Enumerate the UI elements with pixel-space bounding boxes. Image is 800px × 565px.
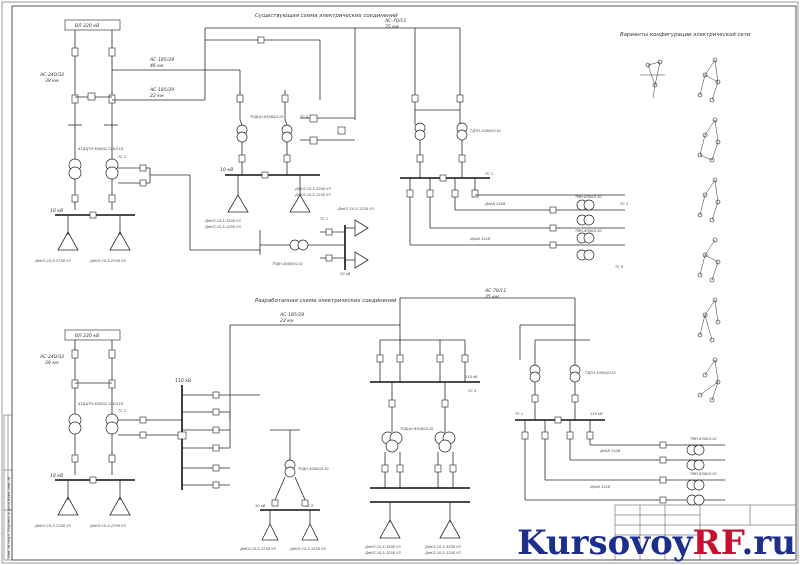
vl220-top-label: ВЛ 220 кВ	[75, 23, 99, 29]
tc6-label: ТС 6	[615, 265, 624, 269]
title-network: Варианты конфигурации электрической сети	[620, 32, 751, 38]
ac70-bottom-len: 35 км	[485, 294, 499, 300]
kv10-e-label: 10 кВ	[255, 504, 266, 508]
ac240-top-len: 39 км	[45, 78, 59, 84]
dnk-bot-2-a: ДнКЛ-10,5-1250 У3	[239, 547, 276, 551]
dnk-bot-2-c: ДнКЛ-10,5-1250 У3	[364, 551, 401, 555]
dnk-top-3-label: ДнКЛ-10,5-1250 У3	[204, 225, 241, 229]
title-block	[614, 504, 797, 561]
dnk-bot-2-b: ДнКЛ-10,5-1250 У3	[289, 547, 326, 551]
tc1-right-label: ТС 1	[485, 172, 493, 176]
dnk-top-1-label: ДнКЛ-10,5-3200 У3	[204, 219, 241, 223]
vl220-top-box	[64, 19, 121, 31]
watermark-logo: KursovoyRF.ru	[517, 523, 796, 563]
variant-1	[697, 57, 721, 103]
ac185-a-len: 46 км	[150, 63, 164, 69]
title-developed: Разработанная схема электрических соедин…	[255, 298, 397, 304]
tc1-top-label: ТС 1	[320, 217, 328, 221]
kv10-d-label: 10 кВ	[50, 473, 63, 479]
watermark-part2: RF	[692, 523, 742, 563]
ac185-c-label: АС-185/29	[279, 312, 304, 318]
tc2-top-label: ТС 2	[118, 155, 127, 159]
kv110-c-label: 110 кВ	[590, 412, 603, 416]
variant-3	[697, 177, 721, 223]
kv110-b-label: 110 кВ	[465, 375, 478, 379]
ac240-top-label: АС-240/32	[39, 72, 64, 78]
ac185-c-len: 22 км	[280, 318, 294, 324]
tc4-bottom-label: ТС 4	[468, 389, 477, 393]
tm-bot-2-label: ТМН-6300/110	[690, 472, 717, 476]
dnk-bot-3-b: ДнКЛ-10,5-3200 У3	[424, 545, 461, 549]
title-existing: Существующая схема электрических соедине…	[255, 13, 398, 19]
dnk-bot-2-d: ДнКЛ-10,5-1250 У3	[424, 551, 461, 555]
trdn-bottom-label: ТРДН-40000/110	[298, 467, 329, 471]
ac70-bottom-label: АС-70/11	[484, 288, 506, 294]
variant-sketch-small	[640, 59, 665, 99]
tm-top-2-label: ТМН-6300/110	[575, 229, 602, 233]
variant-6	[697, 357, 721, 403]
kv10-c-label: 10 кВ	[340, 272, 351, 276]
dnk-top-3-label-b: ДнКЛ-10,5-1250 У3	[294, 193, 331, 197]
tc1-bottom-label: ТС 1	[515, 412, 523, 416]
line-24d-label: ДнАК 2х16	[589, 485, 611, 489]
tdtn-bottom-label: ТДТН-10000/110	[585, 371, 616, 375]
dnk-bot-1-left: ДнКЛ-10,5-2700 У3	[34, 524, 71, 528]
dnk-bot-1-right: ДнКЛ-10,5-2700 У3	[89, 524, 126, 528]
atdcn-left-bottom-label: АТДЦТН-63000/ 220/110	[77, 402, 124, 406]
watermark-part1: Kursovoy	[517, 523, 693, 563]
vl220-bottom-label: ВЛ 220 кВ	[75, 333, 99, 339]
left-stamp-strip: Инв. № подл. Подпись и дата Взам. инв. №	[3, 414, 13, 561]
dnk-top-3-label-c: ДнКЛ-10,5-1250 У3	[337, 207, 374, 211]
trdcn-top-label: ТРДЦН-63000/110	[250, 115, 284, 119]
ac185-a-label: АС-185/29	[149, 57, 174, 63]
dnk-top-2-left: ДнКЛ-10,5-2700 У3	[34, 259, 71, 263]
tc4-top-label: ТС 4	[300, 115, 309, 119]
watermark-part3: .ru	[741, 523, 796, 563]
variant-4	[697, 237, 721, 283]
developed-scheme: ВЛ 220 кВ АС-240/32 39 км АТДЦТН-63000/ …	[34, 288, 725, 555]
dnk-bot-3-a: ДнКЛ-10,5-3200 У3	[364, 545, 401, 549]
side-stamp-text: Инв. № подл. Подпись и дата Взам. инв. №	[7, 476, 11, 558]
dnk-top-1-label-b: ДнКЛ-10,5-3200 У3	[294, 187, 331, 191]
ac185-b-label: АС-185/29	[149, 87, 174, 93]
ac70-top-len: 35 км	[385, 24, 399, 30]
ac70-top-label: АС-70/11	[384, 18, 406, 24]
tc2-bottom-label: ТС 2	[118, 409, 127, 413]
existing-scheme: ВЛ 220 кВ АС-240/32 39 км АС-185/29 46 к…	[34, 18, 629, 276]
trdcn-bottom-label: ТРДЦН-63000/110	[400, 427, 434, 431]
kv10-b-label: 10 кВ	[220, 167, 233, 173]
tc3-bottom-label: ТС 3	[305, 504, 314, 508]
line-24c-label: ДнАК 2х26	[599, 449, 621, 453]
line-24b-label: ДнАК 2х16	[469, 237, 491, 241]
tdtn-top-label: ТДТН-10000/110	[470, 129, 501, 133]
line-24-label: ДнАК 2х26	[484, 202, 506, 206]
trdn-top-label: ТРДН-40000/110	[272, 262, 303, 266]
atdcn-left-top-label: АТДЦТН-63000/ 220/110	[77, 147, 124, 151]
tm-top-1-label: ТМН-6300/110	[575, 195, 602, 199]
kv10-a-label: 10 кВ	[50, 208, 63, 214]
inner-frame	[11, 5, 797, 561]
ac185-b-len: 22 км	[150, 93, 164, 99]
dnk-top-2-right: ДнКЛ-10,5-2700 У3	[89, 259, 126, 263]
variant-5	[697, 297, 721, 343]
ac240-bottom-len: 39 км	[45, 360, 59, 366]
kv110-label: 110 кВ	[175, 378, 191, 384]
variant-2	[697, 117, 721, 163]
tc3-label: ТС 3	[620, 202, 629, 206]
network-variants	[640, 57, 721, 403]
tm-bot-1-label: ТМН-6300/110	[690, 437, 717, 441]
ac240-bottom-label: АС-240/32	[39, 354, 64, 360]
